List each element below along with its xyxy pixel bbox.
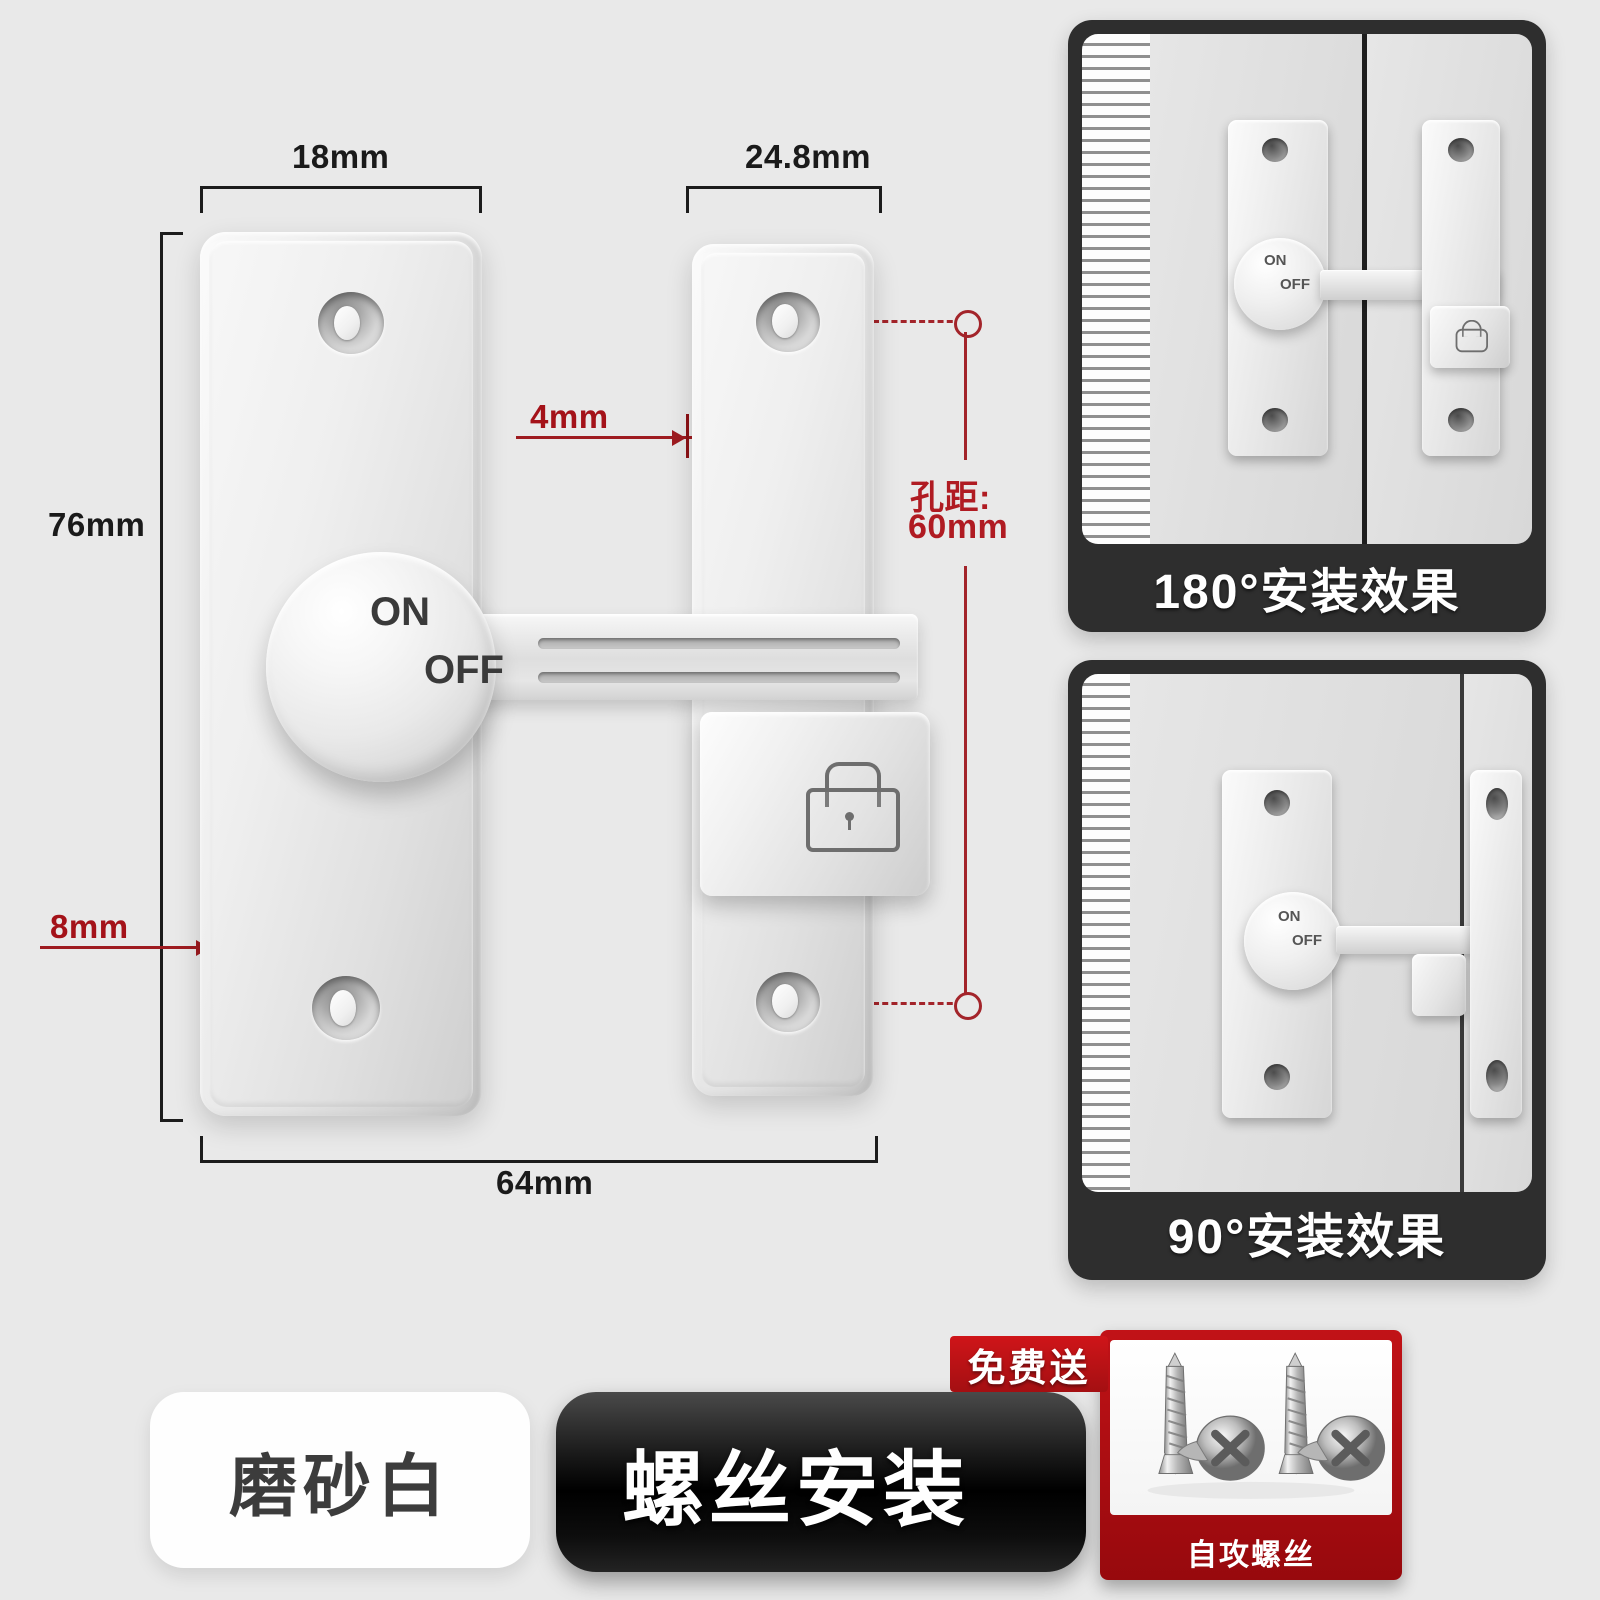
mini-arm-90 [1336,926,1496,954]
dimension-total-width: 64mm [496,1164,594,1201]
color-variant-card[interactable]: 磨砂白 [150,1392,530,1568]
screws-illustration [1147,1352,1386,1499]
dimension-strike-width: 24.8mm [745,138,871,175]
lock-shackle [824,762,882,808]
arm-groove-lower [538,672,900,683]
pitch-line-lower [964,566,967,994]
leader-bottom-hole [790,1002,962,1005]
latch-slide-arm [470,614,918,700]
install-type-pill[interactable]: 螺丝安装 [556,1392,1086,1572]
gift-caption-text: 自攻螺丝 [1187,1539,1315,1572]
mini-strike-plate-180 [1422,120,1500,456]
bracket-plate-height [160,232,183,1122]
mini-screw-180-b [1262,408,1288,432]
strike-screw-hole-bottom [756,972,820,1032]
mini-knob-180: ON OFF [1234,238,1326,330]
bracket-strike-width [686,186,882,213]
mini-screw-90-a [1264,790,1290,816]
mini-strike-screw-180-b [1448,408,1474,432]
louver-texture-90 [1082,674,1130,1192]
mini-lock-icon-180 [1455,319,1488,353]
leader-node-bottom [954,992,982,1020]
lock-icon [806,762,900,852]
install-photo-180: ON OFF [1082,34,1532,544]
mini-catch-180 [1430,306,1510,368]
lock-body [806,788,900,852]
mini-strike-screw-90-a [1486,788,1508,820]
mini-catch-90 [1412,954,1466,1016]
knob-on-label: ON [370,590,430,634]
install-caption-90-text: 90°安装效果 [1167,1211,1447,1264]
install-caption-180-text: 180°安装效果 [1153,566,1461,619]
strike-screw-hole-top [756,292,820,352]
gift-card: 自攻螺丝 [1100,1330,1402,1580]
louver-texture-180 [1082,34,1150,544]
mini-knob-off-180: OFF [1280,276,1310,293]
onoff-knob[interactable]: ON OFF [266,552,504,782]
dimension-line-8mm [40,946,220,949]
install-caption-90: 90°安装效果 [1068,1184,1546,1280]
strike-pin-top [772,304,798,338]
mini-knob-on-90: ON [1278,908,1301,925]
mini-strike-screw-180-a [1448,138,1474,162]
screw-pin-top [334,306,360,340]
install-photo-90: ON OFF [1082,674,1532,1192]
dimension-plate-height: 76mm [48,506,146,543]
pitch-line-upper [964,332,967,460]
mini-knob-on-180: ON [1264,252,1287,269]
gift-block: 免费送 [950,1320,1410,1595]
bracket-total-width [200,1136,878,1163]
install-panel-90: ON OFF 90°安装效果 [1068,660,1546,1280]
mini-lock-shackle-180 [1461,319,1482,337]
bracket-plate-width [200,186,482,213]
base-plate-screw-hole-top [318,292,384,354]
dimension-line-4mm [516,436,730,439]
install-caption-180: 180°安装效果 [1068,542,1546,632]
knob-off-label: OFF [424,648,504,692]
gift-badge: 免费送 [950,1336,1108,1392]
leader-node-top [954,310,982,338]
mini-screw-180-a [1262,138,1288,162]
lock-keyhole [844,812,854,831]
mini-strike-screw-90-b [1486,1060,1508,1092]
latch-catch-block [700,712,930,896]
hole-pitch-label: 孔距: [910,479,991,517]
screw-pin-bottom [330,990,356,1026]
strike-pin-bottom [772,984,798,1018]
arrow-right-4mm [672,430,686,446]
mini-knob-off-90: OFF [1292,932,1322,949]
hole-pitch-value: 60mm [908,508,1009,546]
mini-lock-body-180 [1455,328,1488,353]
color-variant-label: 磨砂白 [228,1448,451,1525]
base-plate-screw-hole-bottom [312,976,380,1040]
arm-groove-upper [538,638,900,649]
mini-knob-90: ON OFF [1244,892,1342,990]
tick-4mm-a [686,414,689,458]
install-type-label: 螺丝安装 [622,1444,971,1536]
gift-badge-text: 免费送 [967,1347,1091,1390]
install-panel-180: ON OFF 180°安装效果 [1068,20,1546,632]
gift-screw-photo [1110,1340,1392,1515]
leader-top-hole [790,320,962,323]
mini-screw-90-b [1264,1064,1290,1090]
dimension-edge-offset: 8mm [50,908,129,945]
gift-caption: 自攻螺丝 [1100,1530,1402,1574]
dimension-gap-small: 4mm [530,398,609,435]
dimension-plate-width: 18mm [292,138,390,175]
